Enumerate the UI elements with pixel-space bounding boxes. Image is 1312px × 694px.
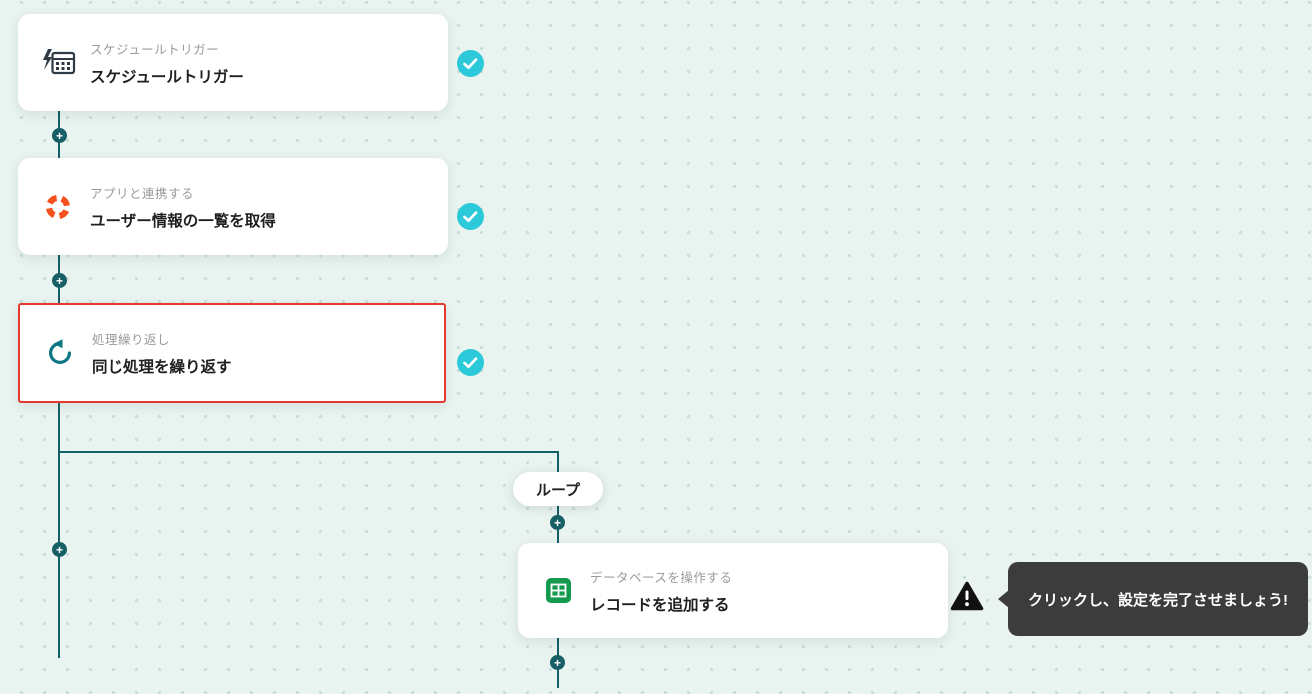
node-title: ユーザー情報の一覧を取得 <box>90 212 276 230</box>
node-title: スケジュールトリガー <box>90 68 244 86</box>
complete-check-badge <box>457 349 484 376</box>
connector-line <box>58 403 60 658</box>
add-step-button[interactable]: + <box>52 128 67 143</box>
node-add-record[interactable]: データベースを操作する レコードを追加する <box>518 543 948 638</box>
node-category-label: スケジュールトリガー <box>90 42 220 57</box>
add-step-button[interactable]: + <box>550 655 565 670</box>
calendar-lightning-icon <box>38 48 78 78</box>
complete-check-badge <box>457 203 484 230</box>
node-schedule-trigger[interactable]: スケジュールトリガー スケジュールトリガー <box>18 14 448 111</box>
connector-line-branch <box>58 451 559 453</box>
node-repeat-loop[interactable]: 処理繰り返し 同じ処理を繰り返す <box>18 303 446 403</box>
connector-line <box>557 451 559 473</box>
add-step-button[interactable]: + <box>52 273 67 288</box>
warning-icon[interactable] <box>950 581 984 617</box>
setup-tooltip-text: クリックし、設定を完了させましょう! <box>1028 591 1288 609</box>
lifebuoy-icon <box>38 191 78 223</box>
setup-tooltip: クリックし、設定を完了させましょう! <box>998 562 1308 636</box>
node-category-label: アプリと連携する <box>90 186 195 201</box>
node-get-user-list[interactable]: アプリと連携する ユーザー情報の一覧を取得 <box>18 158 448 255</box>
spreadsheet-icon <box>538 577 578 604</box>
add-step-button[interactable]: + <box>52 542 67 557</box>
complete-check-badge <box>457 50 484 77</box>
node-category-label: データベースを操作する <box>590 570 733 585</box>
add-step-button[interactable]: + <box>550 515 565 530</box>
loop-badge[interactable]: ループ <box>513 472 603 506</box>
node-title: レコードを追加する <box>590 596 730 614</box>
node-title: 同じ処理を繰り返す <box>92 359 232 376</box>
node-category-label: 処理繰り返し <box>92 333 171 347</box>
repeat-icon <box>40 338 80 368</box>
